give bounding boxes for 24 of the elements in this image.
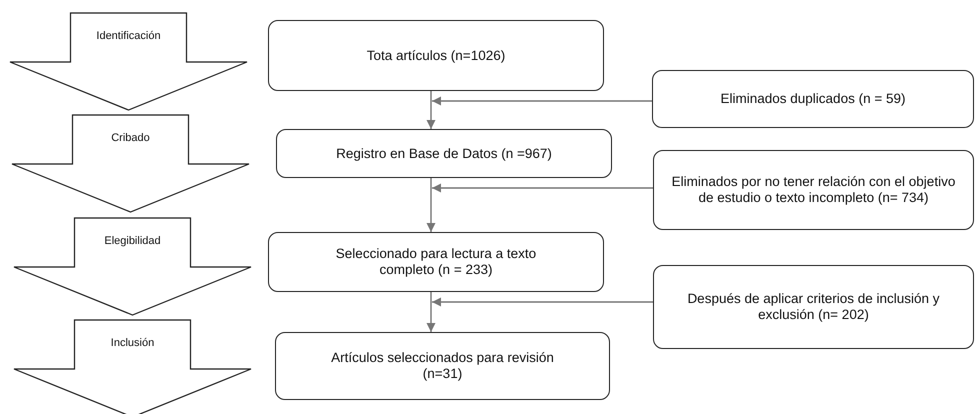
exclusion-arrow: [432, 184, 653, 192]
exclusion-arrow: [432, 96, 652, 106]
process-box: [268, 20, 604, 91]
exclusion-box: [653, 150, 974, 230]
flow-arrow: [426, 178, 436, 232]
stage-label: Cribado: [110, 132, 151, 144]
process-box: [275, 332, 610, 400]
process-box: [276, 129, 612, 178]
exclusion-arrow: [432, 298, 653, 306]
stage-label: Identificación: [95, 30, 162, 42]
flow-arrow: [426, 292, 436, 332]
box-text: Registro en Base de Datos (n =967): [336, 146, 552, 162]
box-text: Seleccionado para lectura a texto completo (n = 233): [334, 246, 538, 278]
box-text: Artículos seleccionados para revisión (n=31): [330, 350, 555, 382]
exclusion-box: [652, 70, 974, 128]
stage-label: Elegibilidad: [103, 235, 162, 247]
flow-arrow: [426, 91, 436, 129]
box-text: Después de aplicar criterios de inclusión y exclusión (n= 202): [686, 291, 941, 323]
exclusion-box: [653, 265, 974, 349]
box-text: Eliminados por no tener relación con el objetivo de estudio o texto incompleto (n= 734): [670, 174, 956, 206]
process-box: [268, 232, 604, 292]
box-text: Tota artículos (n=1026): [366, 48, 506, 64]
box-text: Eliminados duplicados (n = 59): [720, 91, 906, 107]
stage-label: Inclusión: [110, 337, 156, 349]
